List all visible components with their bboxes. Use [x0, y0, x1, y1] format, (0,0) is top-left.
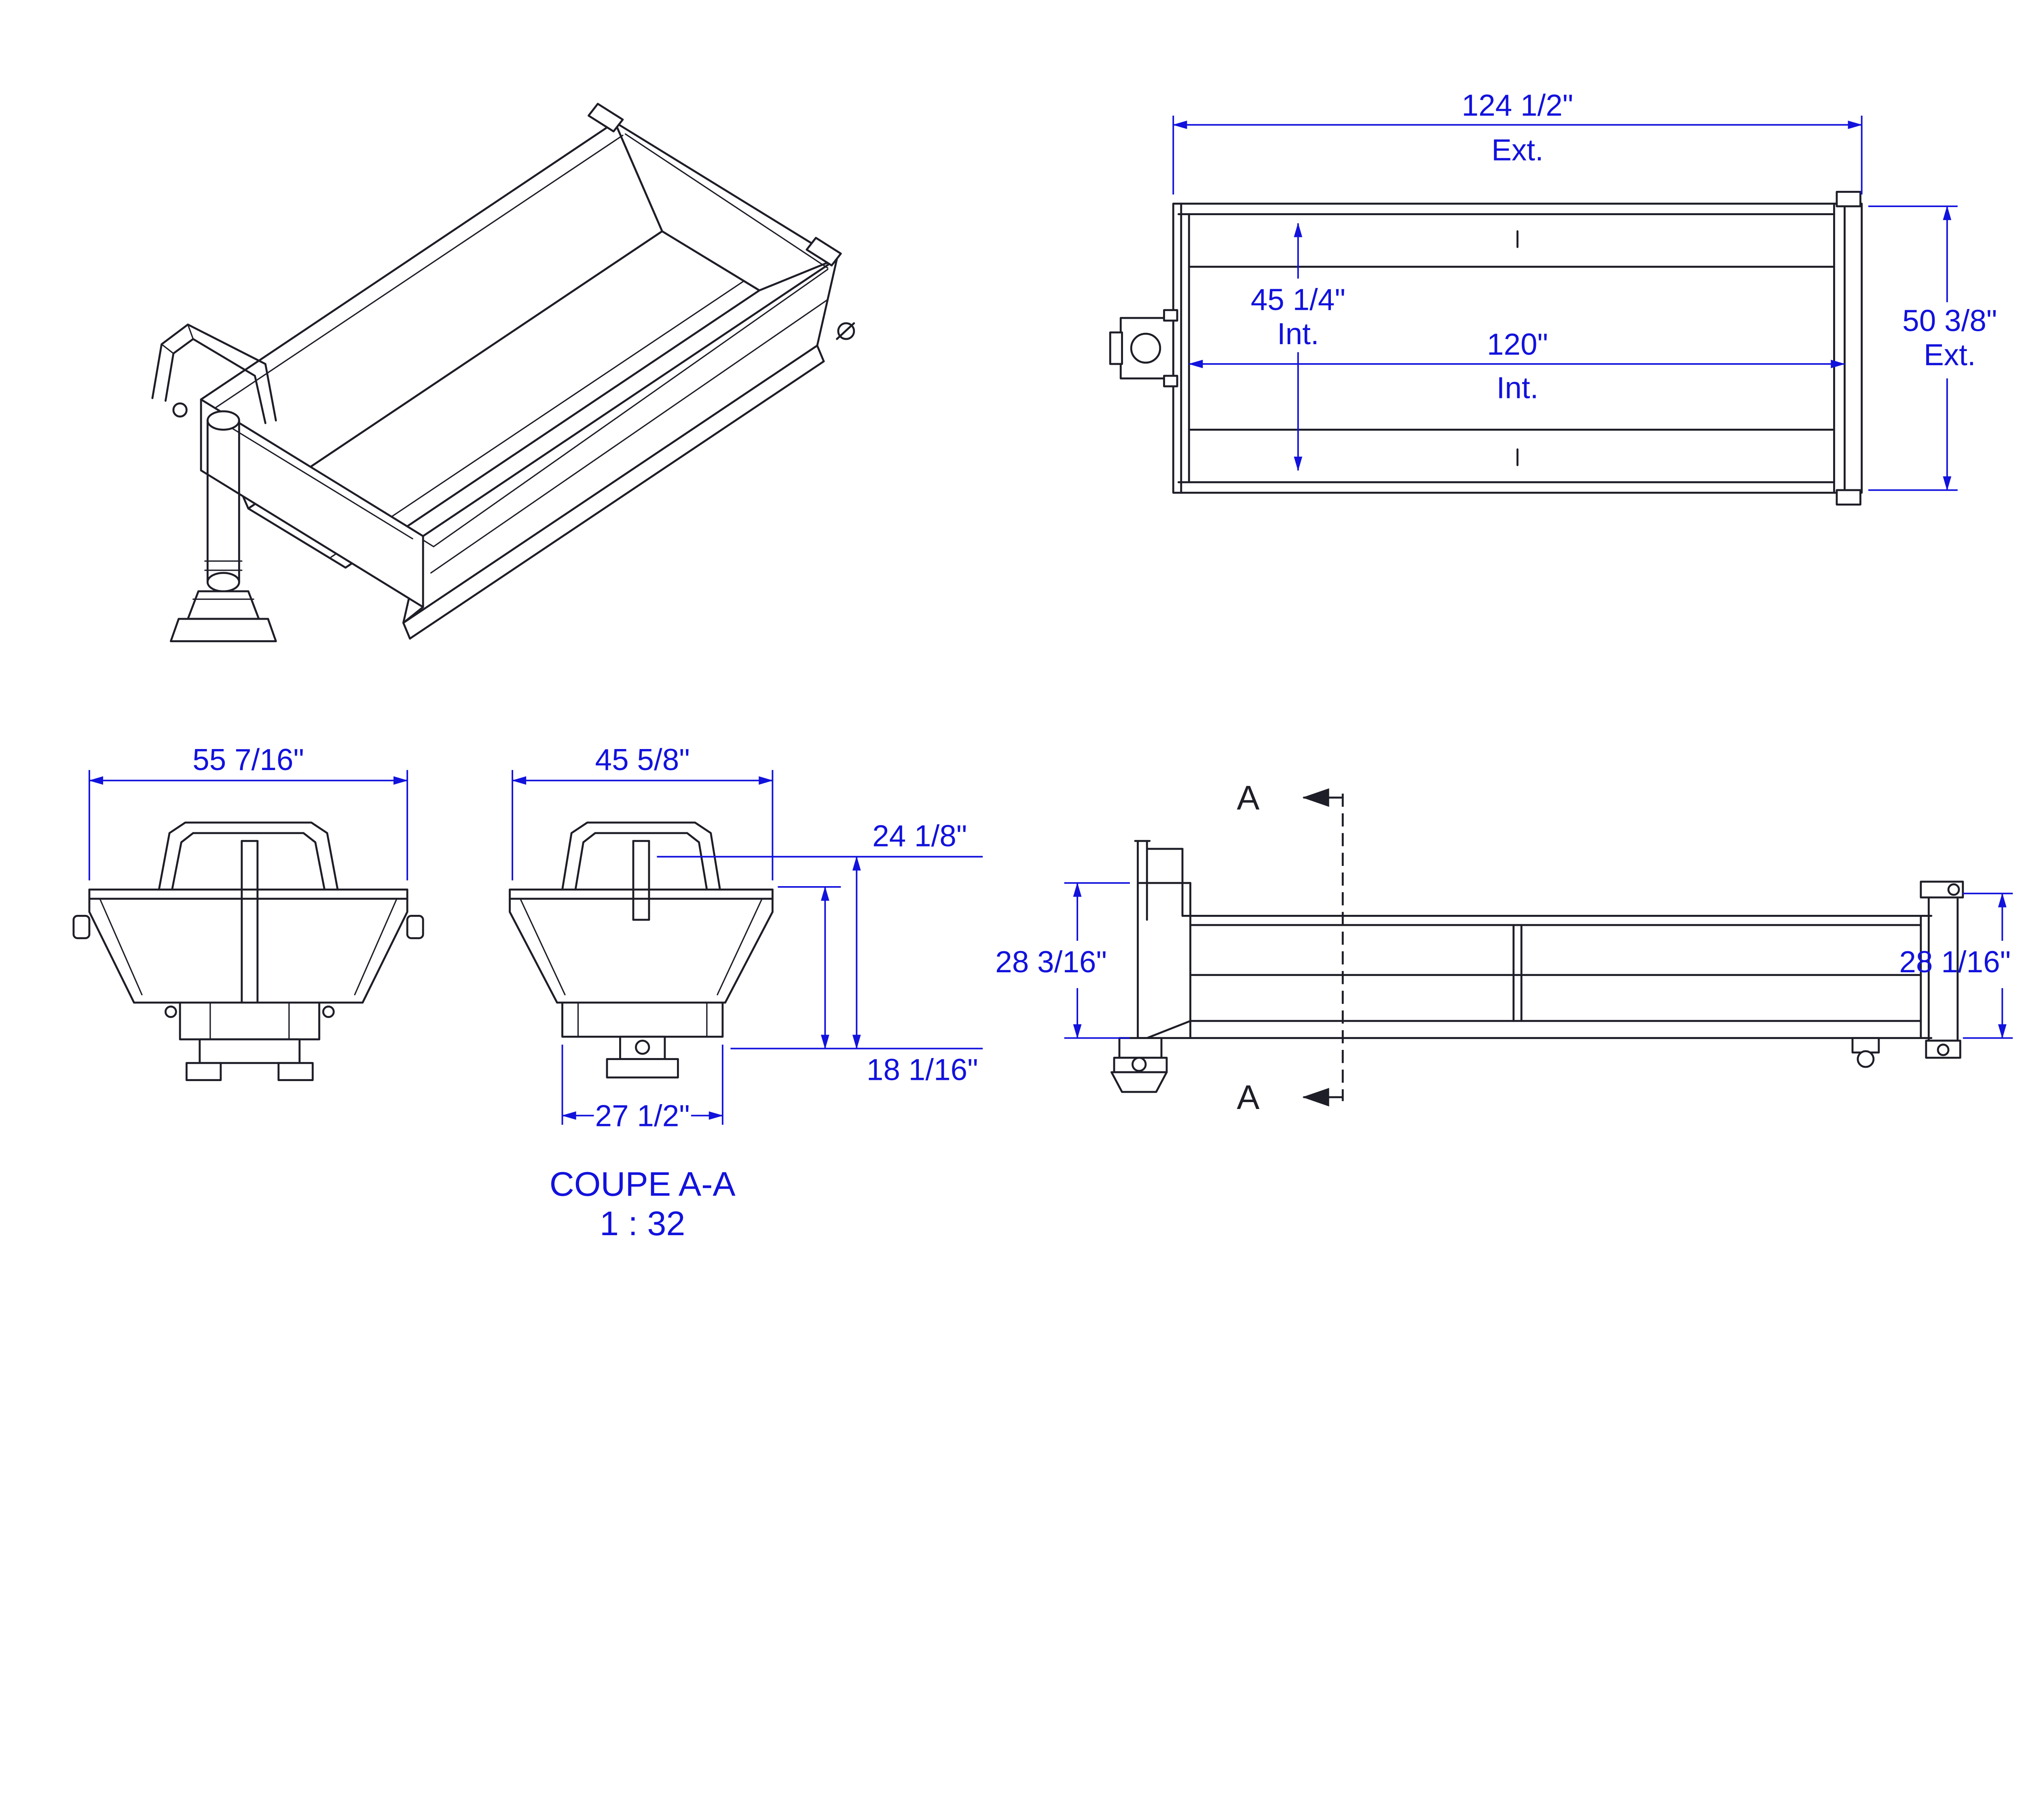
- drawing-page: 124 1/2" Ext. 45 1/4" Int. 120" Int. 50 …: [72, 88, 2013, 1242]
- cut-label-top: A: [1237, 779, 1260, 817]
- dim-text-length-ext-value: 124 1/2": [1462, 88, 1574, 122]
- section-title: COUPE A-A: [550, 1165, 736, 1203]
- dim-text-width-int-value: 45 1/4": [1251, 283, 1345, 317]
- dim-text-section-body-height: 18 1/16": [867, 1053, 978, 1087]
- section-scale: 1 : 32: [600, 1204, 685, 1242]
- dim-text-width-int-suffix: Int.: [1277, 317, 1319, 351]
- dim-text-section-frame-width: 27 1/2": [595, 1098, 690, 1132]
- dim-section-body-height: 18 1/16": [778, 886, 978, 1087]
- dim-text-width-ext-value: 50 3/8": [1902, 304, 1997, 338]
- dim-side-front-height: 28 3/16": [995, 882, 1130, 1039]
- dim-text-side-front-height: 28 3/16": [995, 945, 1107, 979]
- dim-plan-length-ext: 124 1/2" Ext.: [1172, 88, 1863, 195]
- cut-label-bottom: A: [1237, 1078, 1260, 1116]
- top-view: [1109, 190, 1863, 506]
- dim-text-side-rear-height: 28 1/16": [1899, 945, 2011, 979]
- dim-text-length-ext-suffix: Ext.: [1491, 133, 1544, 167]
- dim-plan-length-int: 120" Int.: [1188, 327, 1846, 404]
- dim-section-overall-height: 24 1/8": [657, 819, 983, 1050]
- dim-section-frame-width: 27 1/2": [561, 1044, 723, 1132]
- dim-plan-width-int: 45 1/4" Int.: [1251, 222, 1345, 471]
- section-view: [509, 821, 774, 1079]
- dim-text-length-int-suffix: Int.: [1497, 370, 1539, 404]
- dim-front-overall-width: 55 7/16": [88, 743, 408, 880]
- dim-plan-width-ext: 50 3/8" Ext.: [1868, 205, 1997, 491]
- section-cut-line: A A: [1237, 779, 1344, 1116]
- dim-section-top-width: 45 5/8": [512, 743, 774, 880]
- dim-text-length-int-value: 120": [1487, 327, 1548, 361]
- dim-text-section-overall-height: 24 1/8": [872, 819, 967, 853]
- dim-text-width-ext-suffix: Ext.: [1924, 338, 1976, 372]
- side-view: [1110, 840, 1964, 1093]
- isometric-view: [151, 103, 855, 642]
- dim-text-section-top-width: 45 5/8": [595, 743, 690, 777]
- dim-text-front-overall-width: 55 7/16": [192, 743, 304, 777]
- drawing-canvas: 124 1/2" Ext. 45 1/4" Int. 120" Int. 50 …: [72, 88, 2013, 1242]
- front-view: [72, 821, 424, 1081]
- dim-side-rear-height: 28 1/16": [1899, 893, 2013, 1039]
